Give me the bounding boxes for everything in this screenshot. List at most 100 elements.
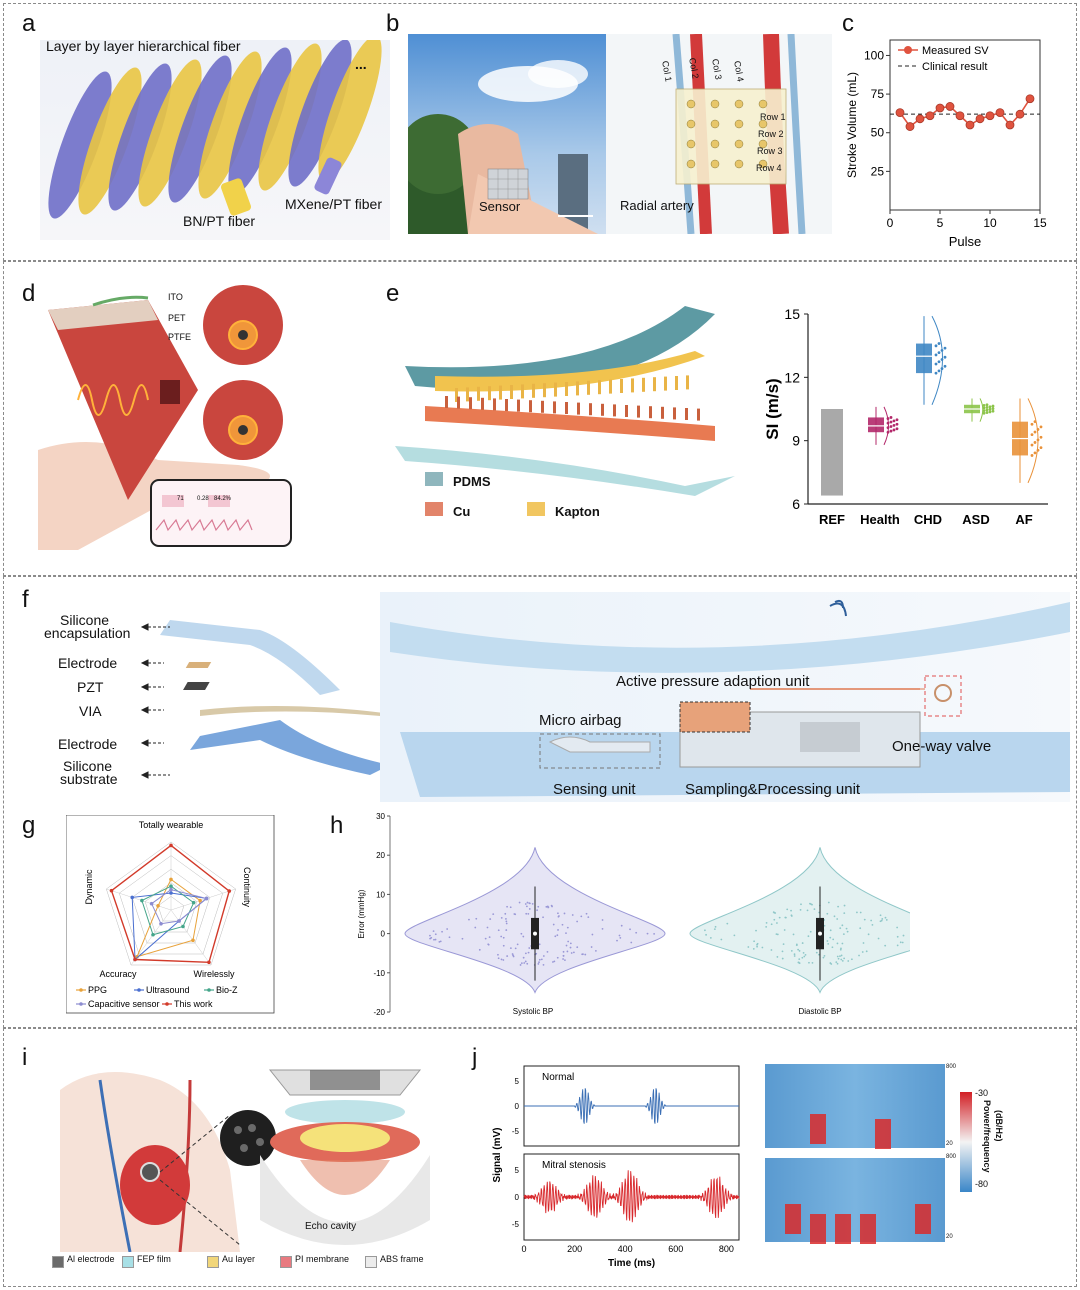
data-point bbox=[995, 108, 1005, 118]
radar-series bbox=[131, 892, 208, 961]
sensor-node bbox=[686, 119, 696, 129]
kapton-pillar bbox=[466, 387, 469, 402]
violin-point bbox=[902, 934, 905, 937]
category-label: REF bbox=[819, 512, 845, 527]
x-tick-label: 0 bbox=[521, 1244, 526, 1254]
fiber-layer bbox=[78, 67, 142, 215]
violin-point bbox=[806, 909, 809, 912]
x-tick-label: 800 bbox=[719, 1244, 734, 1254]
radar-point bbox=[159, 921, 163, 926]
kapton-pillar bbox=[598, 380, 601, 395]
radar-spoke bbox=[106, 888, 172, 911]
radar-point bbox=[169, 887, 173, 892]
data-point bbox=[975, 114, 985, 124]
violin-point bbox=[527, 951, 530, 954]
legend-marker bbox=[904, 46, 912, 54]
violin-point bbox=[461, 937, 464, 940]
radar-point bbox=[169, 877, 173, 882]
violin-point bbox=[629, 928, 631, 931]
violin-point bbox=[793, 955, 796, 957]
violin-point bbox=[756, 945, 758, 948]
kapton-pillar bbox=[488, 386, 491, 401]
violin-point bbox=[775, 933, 778, 936]
violin-point bbox=[773, 918, 776, 921]
scatter-point bbox=[982, 404, 986, 407]
cu-pillar bbox=[661, 406, 664, 419]
legend-measured: Measured SV bbox=[922, 45, 989, 57]
violin-point bbox=[601, 919, 604, 921]
panel-f-silicone-enc-1: Silicone bbox=[60, 612, 110, 628]
violin-point bbox=[847, 960, 850, 962]
violin-point bbox=[537, 905, 540, 908]
violin-point bbox=[558, 915, 560, 917]
violin-point bbox=[489, 918, 492, 920]
legend-label: Ultrasound bbox=[146, 985, 190, 995]
cu-pillar bbox=[697, 408, 700, 421]
violin-point bbox=[571, 914, 574, 916]
violin-point bbox=[797, 948, 800, 951]
category-label: CHD bbox=[914, 512, 942, 527]
violin-point bbox=[540, 958, 543, 961]
kapton-pillar bbox=[499, 385, 502, 400]
x-tick-label: 5 bbox=[937, 216, 944, 230]
violin-point bbox=[525, 912, 528, 915]
violin-point bbox=[497, 957, 500, 960]
violin-point bbox=[842, 933, 845, 936]
x-tick-label: 400 bbox=[618, 1244, 633, 1254]
fiber-layer bbox=[138, 59, 202, 207]
violin-point bbox=[492, 913, 495, 916]
kapton-pillar bbox=[664, 376, 667, 391]
scatter-point bbox=[934, 362, 938, 366]
violin-point bbox=[813, 908, 816, 911]
violin-point bbox=[752, 947, 755, 950]
y-axis-label: Signal (mV) bbox=[492, 1127, 503, 1182]
panel-f-sampling-unit: Sampling&Processing unit bbox=[685, 781, 861, 798]
y-axis-label: Error (mmHg) bbox=[357, 889, 366, 938]
data-point bbox=[895, 108, 905, 118]
kapton-pillar bbox=[642, 377, 645, 392]
spectrogram-burst bbox=[860, 1214, 876, 1244]
ref-bar bbox=[821, 409, 843, 496]
data-point bbox=[985, 111, 995, 121]
radar-point bbox=[181, 924, 185, 929]
violin-point bbox=[830, 963, 833, 965]
data-point bbox=[1015, 109, 1025, 119]
violin-point bbox=[793, 953, 796, 956]
cu-pillar bbox=[505, 399, 508, 411]
violin-point bbox=[871, 923, 874, 926]
violin-point bbox=[538, 961, 540, 964]
half-violin bbox=[1027, 398, 1039, 484]
panel-f-via: VIA bbox=[79, 703, 102, 719]
legend-label: FEP film bbox=[137, 1254, 171, 1264]
legend-marker bbox=[137, 988, 141, 992]
violin-point bbox=[554, 935, 557, 938]
violin-point bbox=[585, 912, 588, 915]
violin-point bbox=[567, 940, 570, 943]
violin-point bbox=[826, 912, 829, 915]
scatter-point bbox=[1039, 425, 1043, 429]
fiber-layer bbox=[228, 47, 292, 195]
violin-point bbox=[528, 902, 531, 905]
violin-median bbox=[533, 931, 537, 936]
scatter-point bbox=[1039, 446, 1043, 450]
violin-point bbox=[562, 955, 565, 957]
violin-point bbox=[801, 942, 804, 944]
scatter-point bbox=[1030, 443, 1034, 447]
sensor-node bbox=[710, 119, 720, 129]
violin-point bbox=[587, 916, 590, 919]
violin-point bbox=[778, 916, 781, 919]
panel-g-radar-chart: Totally wearableContinuityWirelesslyAccu… bbox=[66, 815, 275, 1014]
radar-point bbox=[207, 960, 211, 965]
violin-point bbox=[505, 922, 508, 925]
violin-point bbox=[827, 901, 830, 904]
violin-point bbox=[835, 961, 838, 964]
radar-point bbox=[133, 957, 137, 962]
panel-d-screen-value-3: 84.2% bbox=[214, 496, 232, 502]
panel-a-mxene-label: MXene/PT fiber bbox=[285, 196, 383, 212]
radar-axis-label: Continuity bbox=[242, 867, 252, 908]
violin-point bbox=[653, 932, 656, 935]
kapton-pillar bbox=[543, 383, 546, 398]
violin-point bbox=[843, 912, 846, 915]
violin-point bbox=[618, 934, 621, 937]
violin-point bbox=[884, 916, 887, 919]
